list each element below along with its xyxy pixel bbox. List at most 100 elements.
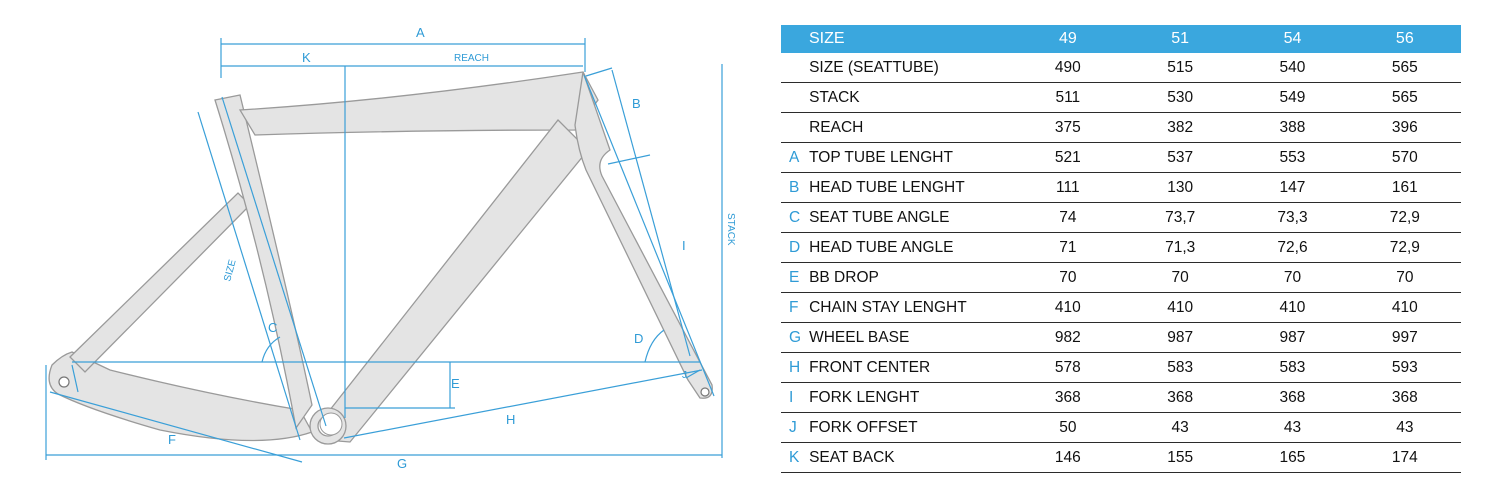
row-name: HEAD TUBE LENGHT [809, 172, 1012, 203]
row-value-size-51: 987 [1124, 322, 1237, 353]
row-name: HEAD TUBE ANGLE [809, 232, 1012, 263]
row-code [781, 82, 810, 113]
row-value-size-56: 565 [1348, 53, 1461, 83]
row-code: D [781, 232, 810, 263]
row-name: BB DROP [809, 262, 1012, 293]
row-name: STACK [809, 82, 1012, 113]
dimension-labels: A K REACH B STACK I SIZE C D E J H F G [168, 25, 736, 471]
row-value-size-49: 490 [1011, 53, 1124, 83]
header-size-56: 56 [1348, 25, 1461, 53]
row-name: CHAIN STAY LENGHT [809, 292, 1012, 323]
row-name: SIZE (SEATTUBE) [809, 53, 1012, 83]
row-value-size-49: 578 [1011, 352, 1124, 383]
row-value-size-54: 147 [1236, 172, 1349, 203]
label-e: E [451, 376, 460, 391]
label-a: A [416, 25, 425, 40]
row-value-size-56: 174 [1348, 442, 1461, 473]
row-value-size-54: 540 [1236, 53, 1349, 83]
row-value-size-54: 549 [1236, 82, 1349, 113]
row-value-size-56: 70 [1348, 262, 1461, 293]
label-size: SIZE [222, 258, 238, 283]
row-value-size-49: 410 [1011, 292, 1124, 323]
row-name: SEAT TUBE ANGLE [809, 202, 1012, 233]
row-value-size-54: 583 [1236, 352, 1349, 383]
row-value-size-51: 382 [1124, 112, 1237, 143]
row-value-size-56: 368 [1348, 382, 1461, 413]
header-size-49: 49 [1011, 25, 1124, 53]
header-size-51: 51 [1124, 25, 1237, 53]
row-value-size-51: 155 [1124, 442, 1237, 473]
row-value-size-51: 537 [1124, 142, 1237, 173]
row-value-size-54: 553 [1236, 142, 1349, 173]
label-j: J [682, 370, 687, 381]
row-value-size-56: 565 [1348, 82, 1461, 113]
row-code: E [781, 262, 810, 293]
row-code: I [781, 382, 810, 413]
row-value-size-54: 70 [1236, 262, 1349, 293]
dimension-lines [45, 38, 723, 463]
row-code: F [781, 292, 810, 323]
row-name: FRONT CENTER [809, 352, 1012, 383]
row-name: SEAT BACK [809, 442, 1012, 473]
row-value-size-56: 72,9 [1348, 202, 1461, 233]
row-code: A [781, 142, 810, 173]
row-name: FORK LENGHT [809, 382, 1012, 413]
row-value-size-54: 73,3 [1236, 202, 1349, 233]
row-code [781, 112, 810, 143]
row-code: H [781, 352, 810, 383]
bike-frame [48, 71, 713, 445]
row-name: REACH [809, 112, 1012, 143]
row-value-size-51: 71,3 [1124, 232, 1237, 263]
row-value-size-49: 521 [1011, 142, 1124, 173]
row-value-size-56: 72,9 [1348, 232, 1461, 263]
row-value-size-51: 530 [1124, 82, 1237, 113]
row-value-size-56: 161 [1348, 172, 1461, 203]
row-code: C [781, 202, 810, 233]
row-value-size-51: 515 [1124, 53, 1237, 83]
header-size-label: SIZE [781, 25, 1012, 53]
row-value-size-54: 368 [1236, 382, 1349, 413]
label-i: I [682, 238, 686, 253]
row-value-size-49: 982 [1011, 322, 1124, 353]
row-value-size-51: 73,7 [1124, 202, 1237, 233]
label-c: C [268, 320, 277, 335]
label-f: F [168, 432, 176, 447]
label-reach: REACH [454, 53, 489, 64]
row-code [781, 53, 810, 83]
table-header-row: SIZE 49 51 54 56 [781, 25, 1461, 53]
row-value-size-49: 70 [1011, 262, 1124, 293]
row-code: J [781, 412, 810, 443]
label-d: D [634, 331, 643, 346]
row-value-size-49: 368 [1011, 382, 1124, 413]
row-value-size-49: 74 [1011, 202, 1124, 233]
row-code: G [781, 322, 810, 353]
row-name: TOP TUBE LENGHT [809, 142, 1012, 173]
label-g: G [397, 456, 407, 471]
row-value-size-56: 997 [1348, 322, 1461, 353]
row-value-size-49: 71 [1011, 232, 1124, 263]
row-value-size-49: 111 [1011, 172, 1124, 203]
row-value-size-56: 593 [1348, 352, 1461, 383]
row-value-size-51: 70 [1124, 262, 1237, 293]
row-value-size-49: 50 [1011, 412, 1124, 443]
row-value-size-54: 388 [1236, 112, 1349, 143]
row-value-size-54: 987 [1236, 322, 1349, 353]
label-h: H [506, 412, 515, 427]
row-value-size-54: 43 [1236, 412, 1349, 443]
row-value-size-54: 72,6 [1236, 232, 1349, 263]
row-value-size-54: 410 [1236, 292, 1349, 323]
row-name: FORK OFFSET [809, 412, 1012, 443]
row-value-size-51: 43 [1124, 412, 1237, 443]
frame-geometry-diagram: A K REACH B STACK I SIZE C D E J H F G [45, 25, 736, 471]
